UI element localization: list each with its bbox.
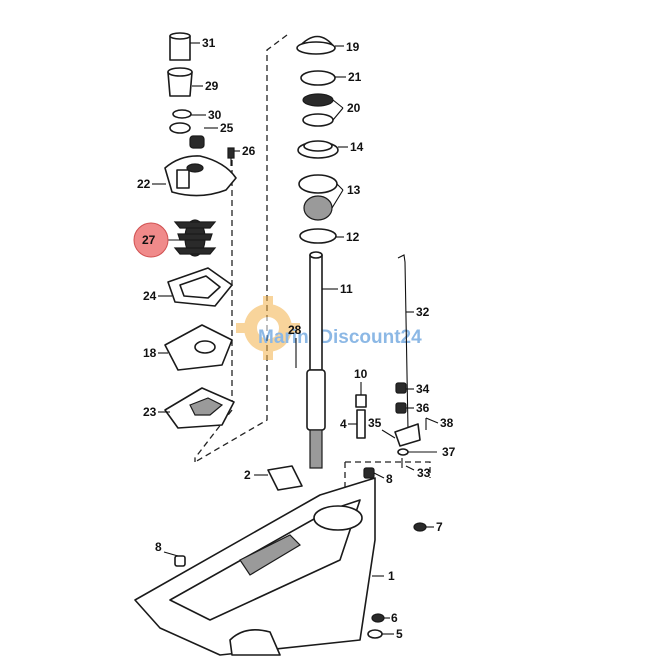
callout-labels: 31 29 30 25 26 22 27 24 18 23 28 19 21 2… [137, 36, 456, 641]
callout-5: 5 [396, 627, 403, 641]
part-25-grommet [189, 135, 205, 149]
watermark-logo: MarineDiscount24 [236, 296, 422, 360]
part-6-screw [371, 613, 385, 623]
part-13-bearing [298, 174, 338, 221]
part-27-impeller [173, 219, 217, 257]
part-20-seal-upper [302, 93, 334, 107]
part-35-coupler [394, 423, 421, 447]
part-1-gearcase [134, 477, 376, 656]
callout-14: 14 [350, 140, 364, 154]
part-8-plug-lower [174, 555, 186, 567]
callout-21: 21 [348, 70, 362, 84]
callout-13: 13 [347, 183, 361, 197]
callout-38: 38 [440, 416, 454, 430]
part-8-plug-upper [363, 467, 375, 479]
highlight-circle[interactable] [133, 222, 169, 258]
part-5-washer [367, 629, 383, 639]
callout-37: 37 [442, 445, 456, 459]
part-18-plate [164, 324, 233, 371]
part-14-bearing-race [297, 140, 339, 159]
callout-26: 26 [242, 144, 256, 158]
part-26-screw [227, 147, 235, 166]
callout-32: 32 [416, 305, 430, 319]
callout-23: 23 [143, 405, 157, 419]
part-29-liner [167, 67, 193, 97]
callout-35: 35 [368, 416, 382, 430]
part-22-pump-housing [164, 155, 237, 197]
callout-12: 12 [346, 230, 360, 244]
callout-7: 7 [436, 520, 443, 534]
callout-34: 34 [416, 382, 430, 396]
callout-27: 27 [142, 233, 156, 247]
callout-6: 6 [391, 611, 398, 625]
part-23-gasket [164, 387, 235, 429]
part-31-sleeve [169, 32, 191, 61]
callout-22: 22 [137, 177, 151, 191]
part-36-bushing [395, 402, 407, 414]
part-2-insert [267, 465, 303, 491]
part-37-washer [397, 448, 409, 456]
part-20-seal-lower [302, 113, 334, 127]
part-12-shim [299, 228, 337, 244]
callout-30: 30 [208, 108, 222, 122]
callout-25: 25 [220, 121, 234, 135]
callout-36: 36 [416, 401, 430, 415]
svg-text:MarineDiscount24: MarineDiscount24 [258, 327, 422, 348]
part-10-fitting [355, 394, 367, 439]
callout-11: 11 [340, 282, 353, 296]
callout-24: 24 [143, 289, 157, 303]
part-7-screw [413, 522, 427, 532]
leader-lines [152, 42, 439, 635]
part-19-cap [296, 35, 336, 55]
callout-10: 10 [354, 367, 368, 381]
callout-33: 33 [417, 466, 431, 480]
part-30-o-ring [172, 109, 192, 119]
callout-18: 18 [143, 346, 157, 360]
watermark-text-b: Discount24 [319, 327, 422, 348]
callout-8-lower: 8 [155, 540, 162, 554]
part-32-shift-rod [397, 254, 409, 431]
callout-8-upper: 8 [386, 472, 393, 486]
callout-29: 29 [205, 79, 219, 93]
callout-2: 2 [244, 468, 251, 482]
part-21-ring [300, 70, 336, 86]
callout-19: 19 [346, 40, 360, 54]
part-24-gasket [167, 267, 233, 307]
callout-31: 31 [202, 36, 216, 50]
watermark-text-a: Marine [258, 327, 319, 348]
part-34-bushing [395, 382, 407, 394]
callout-28: 28 [288, 323, 302, 337]
part-30-o-ring-lower [169, 122, 191, 134]
callout-1: 1 [388, 569, 395, 583]
callout-4: 4 [340, 417, 347, 431]
part-11-drive-shaft [306, 251, 326, 469]
callout-20: 20 [347, 101, 361, 115]
